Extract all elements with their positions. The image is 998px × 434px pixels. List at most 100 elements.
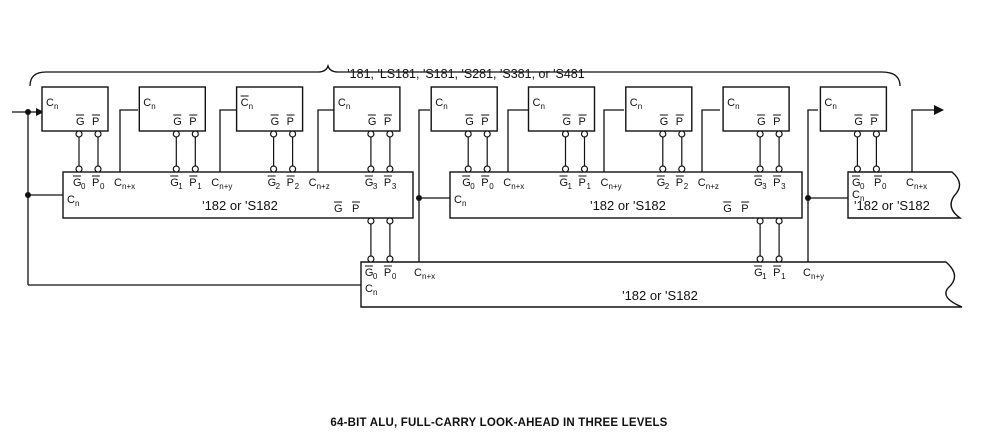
in-p-label-main: P bbox=[287, 177, 294, 189]
alu-to-182-pins-p-bubble-top bbox=[191, 130, 199, 138]
in-p-label-main: P bbox=[481, 177, 488, 189]
alu-g-label: G bbox=[270, 114, 280, 128]
alu-to-182-pins-p-bubble-bottom bbox=[191, 165, 199, 173]
carry-out-sub: n+x bbox=[914, 182, 927, 191]
in-g-label-sub: 3 bbox=[762, 182, 767, 191]
in-p-label-sub: 2 bbox=[295, 182, 300, 191]
level1-to-level2-pins-p-bubble-bottom bbox=[775, 255, 783, 263]
carry-out-label: C bbox=[906, 177, 914, 189]
alu-g-label: G bbox=[562, 114, 571, 128]
alu-to-182-pins-g-bubble-top bbox=[172, 130, 180, 138]
alu-g-label-main: G bbox=[271, 116, 280, 128]
alu-to-182-pins-g-bubble-bottom bbox=[464, 165, 472, 173]
lookahead-182-partial-body bbox=[847, 171, 963, 219]
in-g-label-sub: 2 bbox=[276, 182, 281, 191]
alu9-to-182-pins-p-bubble-bottom bbox=[872, 165, 881, 173]
level1-to-level2-pins-g-bubble-bottom bbox=[367, 255, 375, 263]
level1-to-level2-pins-p-bubble-bottom bbox=[386, 255, 394, 263]
alu-p-label-main: P bbox=[384, 116, 391, 128]
in-g-label-main: G bbox=[754, 177, 763, 189]
alu-to-182-pins-p-bubble-top bbox=[386, 130, 394, 138]
alu-cn-label-main: C bbox=[435, 97, 443, 109]
alu-g-label: G bbox=[465, 114, 474, 128]
alu-to-182-pins-g-bubble-top bbox=[561, 130, 570, 138]
in-p-label-main: P bbox=[92, 177, 99, 189]
in-p-label-main: P bbox=[384, 267, 391, 279]
alu-chip-body bbox=[430, 86, 498, 132]
in-p-label-sub: 1 bbox=[197, 182, 202, 191]
lookahead-182-label: '182 or 'S182 bbox=[622, 288, 698, 303]
in-g-label-main: G bbox=[852, 177, 861, 189]
alu-to-182-pins bbox=[464, 130, 491, 173]
alu-cn-label-sub: n bbox=[638, 102, 642, 111]
alu-to-182-pins-g-bubble-bottom bbox=[270, 165, 278, 173]
in-g-label-main: G bbox=[560, 177, 569, 189]
alu-p-label: P bbox=[675, 114, 684, 128]
lookahead-182-body bbox=[449, 171, 803, 219]
carry-out-label: C bbox=[503, 177, 511, 189]
in-g-label-main: G bbox=[657, 177, 666, 189]
alu9-to-182-pins bbox=[853, 130, 881, 173]
alu-g-label: G bbox=[367, 114, 376, 128]
carry-out-label: C bbox=[309, 177, 317, 189]
alu-g-label-main: G bbox=[757, 116, 766, 128]
in-p-label-main: P bbox=[189, 177, 196, 189]
carry-out-sub: n+y bbox=[609, 182, 622, 191]
alu-to-182-pins bbox=[75, 130, 102, 173]
alu-p-label: P bbox=[383, 114, 392, 128]
alu-p-label-main: P bbox=[481, 116, 488, 128]
alu-to-182-pins-p-bubble-bottom bbox=[775, 165, 783, 173]
carry-out-sub: n+x bbox=[511, 182, 524, 191]
level1-to-level2-pins bbox=[367, 217, 394, 263]
in-g-label-main: G bbox=[73, 177, 82, 189]
level1-to-level2-pins bbox=[756, 217, 783, 263]
alu-g-label: G bbox=[854, 114, 863, 128]
in-g-label-main: G bbox=[170, 177, 179, 189]
alu-p-label: P bbox=[773, 114, 782, 128]
alu-to-182-pins-g-bubble-bottom bbox=[75, 165, 83, 173]
alu-g-label: G bbox=[76, 114, 85, 128]
alu-to-182-pins bbox=[172, 130, 199, 173]
alu-g-label-main: G bbox=[173, 116, 182, 128]
out-p-label-main: P bbox=[352, 203, 359, 215]
alu-p-label-main: P bbox=[676, 116, 683, 128]
alu-cn-label-sub: n bbox=[249, 102, 253, 111]
alu-chip-body bbox=[138, 86, 207, 132]
alu-p-label-main: P bbox=[870, 116, 877, 128]
in-p-label-main: P bbox=[773, 267, 780, 279]
in-p-label-sub: 3 bbox=[392, 182, 397, 191]
alu-to-182-pins-p-bubble-top bbox=[775, 130, 783, 138]
alu-cn-label-main: C bbox=[143, 97, 151, 109]
in-g-label-sub: 0 bbox=[470, 182, 475, 191]
alu-cn-label-main: C bbox=[533, 97, 541, 109]
carry-out-sub: n+z bbox=[706, 182, 719, 191]
cn-sub: n bbox=[75, 199, 79, 208]
level1-to-level2-pins-g-bubble-top bbox=[756, 217, 764, 225]
lookahead-182-label: '182 or 'S182 bbox=[202, 198, 278, 213]
alu-to-182-pins-g-bubble-top bbox=[464, 130, 472, 138]
alu-p-label: P bbox=[286, 114, 295, 128]
alu-cn-label-sub: n bbox=[151, 102, 155, 111]
alu-p-label: P bbox=[189, 114, 198, 128]
